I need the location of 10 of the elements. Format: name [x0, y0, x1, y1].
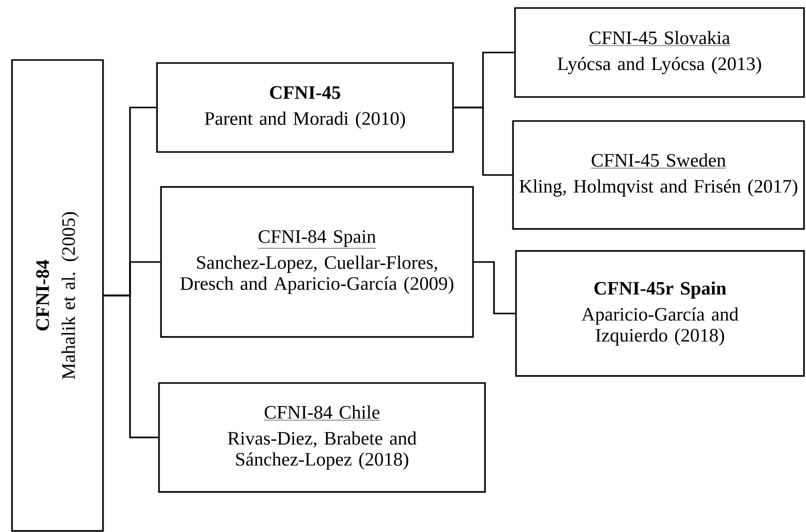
connector-line [454, 106, 512, 176]
study-box: CFNI-45 Sweden Kling, Holmqvist and Frisén (2017) [512, 120, 805, 230]
study-box: CFNI-45 Slovakia Lyócsa and Lyócsa (2013) [514, 7, 805, 98]
study-box: CFNI-45 Parent and Moradi (2010) [156, 62, 454, 153]
study-box: CFNI-45r Spain Aparicio-García and Izquierdo (2018) [515, 250, 805, 377]
root-box: CFNI-84 Mahalik et al. (2005) [11, 59, 104, 532]
connector-line [104, 294, 158, 438]
study-box: CFNI-84 Chile Rivas-Diez, Brabete and Sánchez-Lopez (2018) [158, 382, 486, 493]
study-box: CFNI-84 Spain Sanchez-Lopez, Cuellar-Flores, Dresch and Aparicio-García (2009) [160, 186, 474, 338]
connector-line [474, 261, 516, 314]
